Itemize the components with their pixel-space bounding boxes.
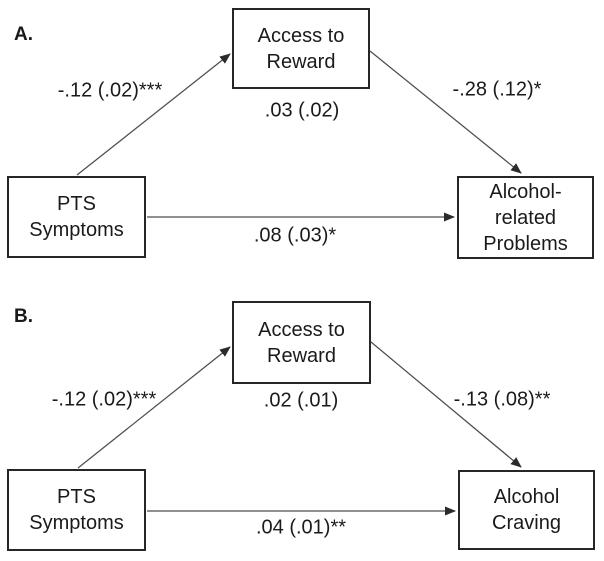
panel-b-a-path-coefficient: -.12 (.02)*** <box>51 388 157 411</box>
panel-b-label: B. <box>14 306 33 327</box>
panel-a-a-path-arrow <box>76 53 231 176</box>
panel-a-mediator-box-access-to-reward: Access to Reward <box>232 8 370 89</box>
panel-b-b-path-arrow <box>370 341 522 468</box>
panel-a-b-path-arrow <box>369 50 522 174</box>
panel-a-b-path-coefficient: -.28 (.12)* <box>452 78 542 101</box>
panel-b-a-path-arrow <box>77 346 231 469</box>
panel-b-mediator-box-access-to-reward: Access to Reward <box>232 301 371 384</box>
panel-a-a-path-coefficient: -.12 (.02)*** <box>57 79 163 102</box>
panel-b-direct-path-coefficient: .04 (.01)** <box>255 516 347 539</box>
panel-a-label: A. <box>14 24 33 45</box>
panel-a-mediated-effect-coefficient: .03 (.02) <box>264 99 340 122</box>
panel-b-mediated-effect-coefficient: .02 (.01) <box>263 389 339 412</box>
panel-b-predictor-box-pts-symptoms: PTS Symptoms <box>7 469 146 551</box>
panel-b-outcome-box-alcohol-craving: Alcohol Craving <box>458 470 595 550</box>
panel-a-predictor-box-pts-symptoms: PTS Symptoms <box>7 176 146 258</box>
panel-a-direct-path-coefficient: .08 (.03)* <box>253 224 337 247</box>
panel-a-outcome-box-alcohol-related-problems: Alcohol- related Problems <box>457 176 594 259</box>
panel-b-b-path-coefficient: -.13 (.08)** <box>453 388 551 411</box>
